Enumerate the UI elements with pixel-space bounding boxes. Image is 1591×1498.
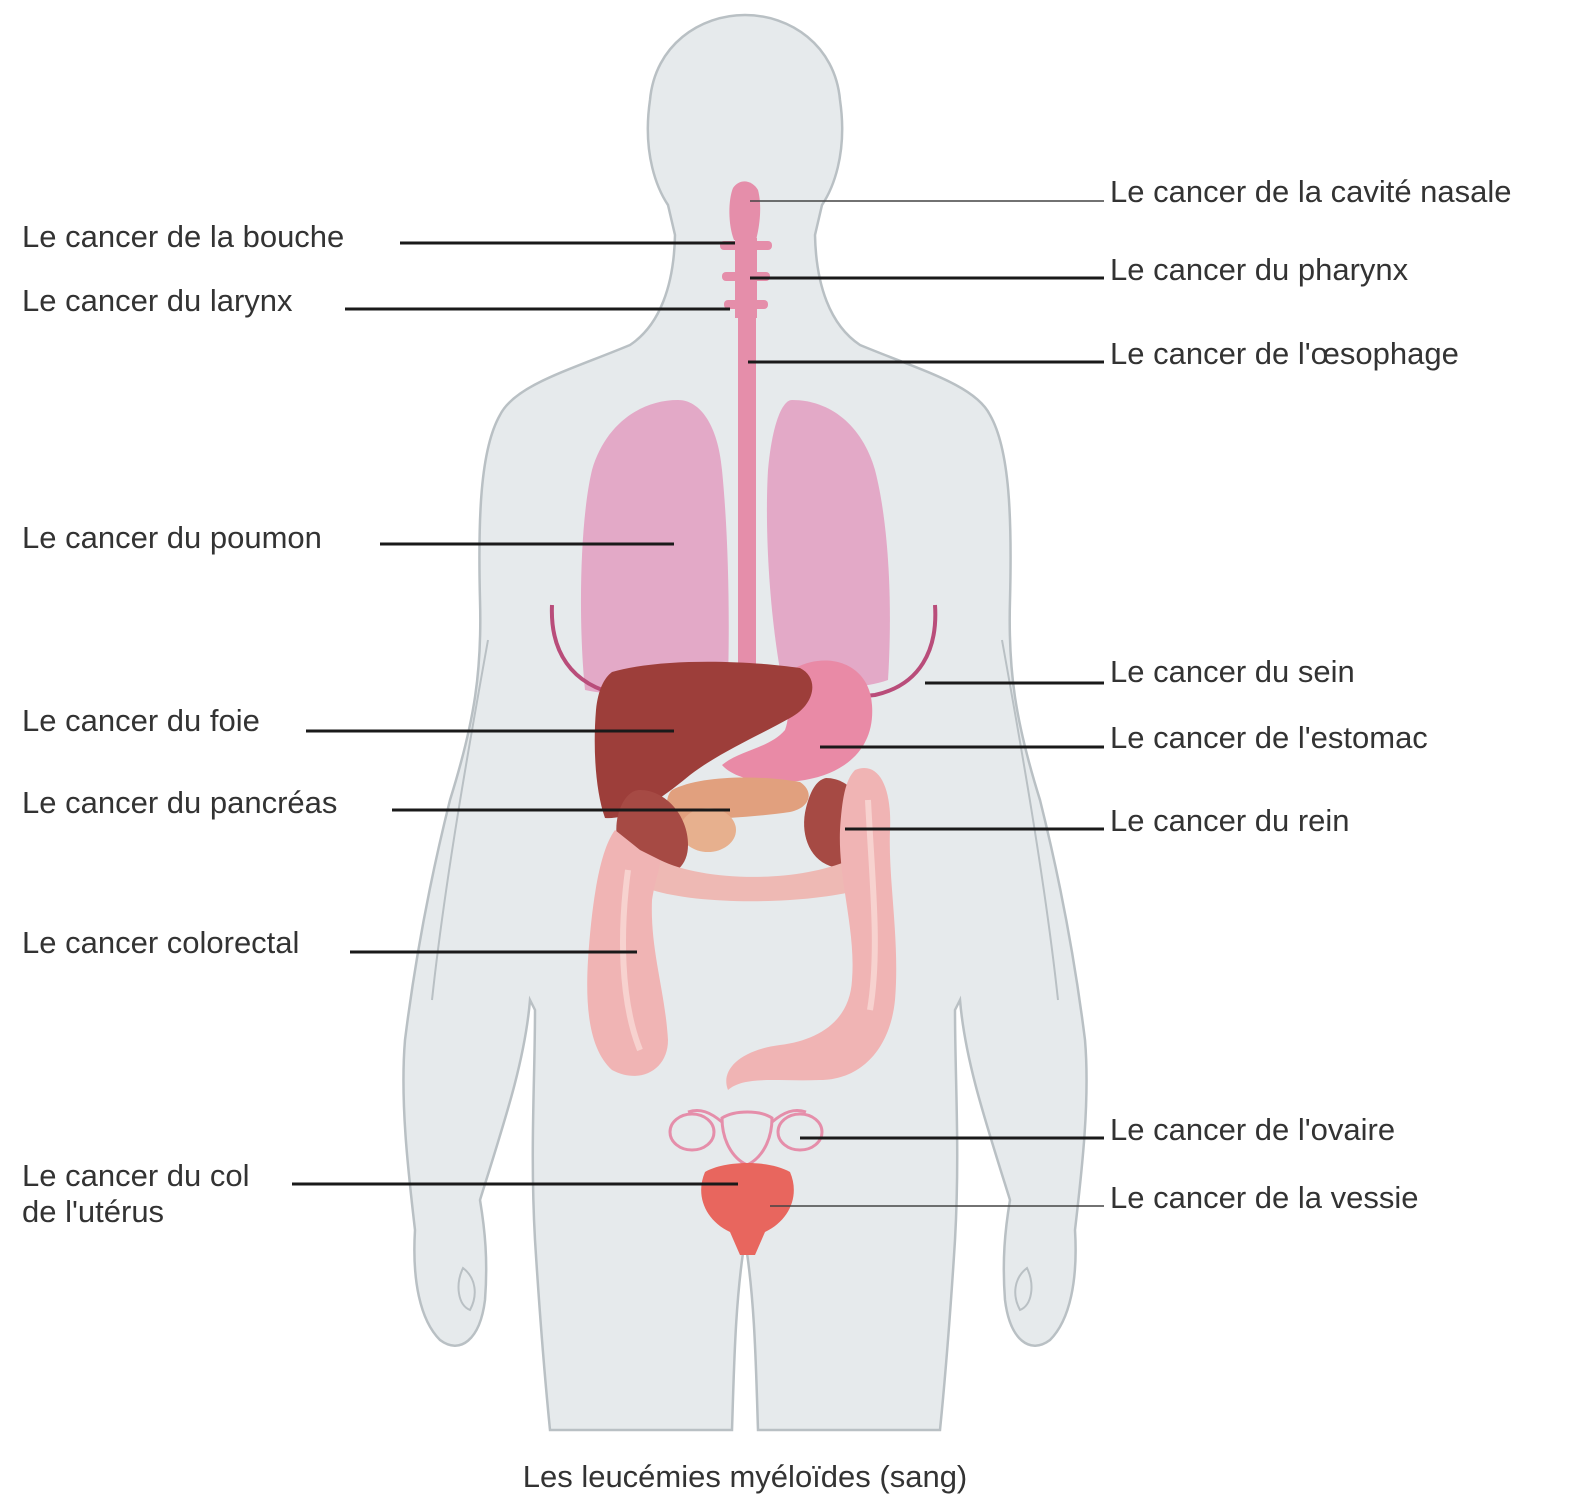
ring-3 — [724, 300, 768, 309]
nasal-cavity — [729, 181, 760, 240]
esophagus — [738, 310, 756, 690]
label-vessie: Le cancer de la vessie — [1110, 1180, 1418, 1215]
left-lung — [581, 400, 729, 694]
label-estomac: Le cancer de l'estomac — [1110, 720, 1428, 755]
label-foie: Le cancer du foie — [22, 703, 260, 738]
caption-leukemia: Les leucémies myéloïdes (sang) — [523, 1459, 968, 1494]
label-poumon: Le cancer du poumon — [22, 520, 322, 555]
label-sein: Le cancer du sein — [1110, 654, 1355, 689]
label-pancreas: Le cancer du pancréas — [22, 785, 337, 820]
label-bouche: Le cancer de la bouche — [22, 219, 344, 254]
label-ovaire: Le cancer de l'ovaire — [1110, 1112, 1395, 1147]
label-colorectal: Le cancer colorectal — [22, 925, 299, 960]
label-larynx: Le cancer du larynx — [22, 283, 293, 318]
duodenum — [680, 808, 736, 852]
label-cavite-nasale: Le cancer de la cavité nasale — [1110, 174, 1512, 209]
label-rein: Le cancer du rein — [1110, 803, 1350, 838]
label-col-uterus-line1: Le cancer du col — [22, 1158, 249, 1193]
label-pharynx: Le cancer du pharynx — [1110, 252, 1409, 287]
label-oesophage: Le cancer de l'œsophage — [1110, 336, 1459, 371]
label-col-uterus-line2: de l'utérus — [22, 1194, 164, 1229]
